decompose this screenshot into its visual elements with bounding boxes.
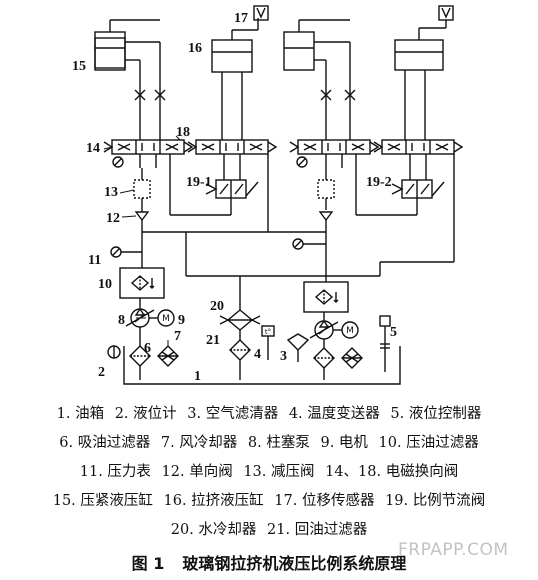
label-19-1: 19-1 [186,175,212,190]
label-12: 12 [106,211,120,226]
label-15: 15 [72,59,86,74]
pipe-network [142,154,455,310]
label-6: 6 [144,341,151,356]
legend-item: 11. 压力表 [79,464,151,480]
label-18: 18 [176,125,190,140]
motor-glyph-left: M [162,314,170,324]
pressure-filter-right [303,281,349,313]
suction-filter-right [313,339,335,380]
legend-item: 21. 回油过滤器 [267,522,368,538]
pressure-gauge-11 [110,246,142,258]
figure-caption: 图 1 玻璃钢拉挤机液压比例系统原理 [0,550,538,574]
directional-valve-14 [103,139,194,168]
restrictor-pair-left [134,89,166,101]
legend-item: 13. 减压阀 [243,464,315,480]
air-cooler-7 [157,345,179,367]
pressure-gauge-right-lower [292,238,326,250]
pulling-cylinder-16 [211,18,259,140]
label-19-2: 19-2 [366,175,392,190]
label-21: 21 [206,333,220,348]
label-11: 11 [88,253,101,268]
label-3: 3 [280,349,287,364]
directional-valve-18 [187,139,278,180]
directional-valve-right-1 [289,139,380,168]
legend-item: 5. 液位控制器 [390,406,482,422]
legend-item: 4. 温度变送器 [288,406,380,422]
displacement-sensor-right [438,5,454,21]
legend-item: 12. 单向阀 [161,464,233,480]
legend-row-1: 1. 油箱 2. 液位计 3. 空气滤清器 4. 温度变送器 5. 液位控制器 [0,402,538,423]
temperature-transmitter-4 [261,325,275,360]
legend-item: 10. 压油过滤器 [378,435,479,451]
legend-item: 7. 风冷却器 [160,435,238,451]
plunger-pump-right [309,312,342,340]
legend-item: 1. 油箱 [56,406,105,422]
oil-tank-1 [123,346,401,385]
plunger-pump-8 [125,298,158,328]
return-filter-21 [229,330,251,380]
check-valve-right [318,211,334,282]
legend-item: 8. 柱塞泵 [247,435,310,451]
legend-item: 20. 水冷却器 [170,522,257,538]
motor-right [341,321,359,339]
motor-9 [157,309,175,327]
pressing-cylinder-15 [94,19,161,140]
legend-row-2: 6. 吸油过滤器 7. 风冷却器 8. 柱塞泵 9. 电机 10. 压油过滤器 [0,431,538,452]
proportional-valve-19-1 [205,179,259,212]
legend-row-3: 11. 压力表 12. 单向阀 13. 减压阀 14、18. 电磁换向阀 [0,460,538,481]
label-1: 1 [194,369,201,384]
legend-item: 17. 位移传感器 [274,493,375,509]
label-20: 20 [210,299,224,314]
label-17: 17 [234,11,248,26]
thermometer-glyph: t° [265,328,271,336]
label-9: 9 [178,313,185,328]
label-4: 4 [254,347,261,362]
legend-row-4: 15. 压紧液压缸 16. 拉挤液压缸 17. 位移传感器 19. 比例节流阀 [0,489,538,510]
legend-item: 15. 压紧液压缸 [52,493,153,509]
label-13: 13 [104,185,118,200]
pressing-cylinder-right [283,19,351,140]
air-filter-3 [286,333,310,362]
watermark: FRPAPP.COM [398,540,509,560]
legend-item: 6. 吸油过滤器 [59,435,151,451]
pressure-filter-10 [119,267,165,299]
pressure-gauge-right-upper [296,156,308,168]
label-2: 2 [98,365,105,380]
label-16: 16 [188,41,202,56]
label-8: 8 [118,313,125,328]
label-14: 14 [86,141,100,156]
legend-item: 16. 拉挤液压缸 [163,493,264,509]
suction-filter-6 [129,327,151,380]
proportional-valve-19-2 [391,179,445,212]
legend-row-5: 20. 水冷却器 21. 回油过滤器 [0,518,538,539]
pulling-cylinder-right [394,20,447,140]
restrictor-pair-right [320,89,356,101]
legend-item: 2. 液位计 [114,406,177,422]
check-valve-12 [134,210,150,268]
figure-number: 图 1 [131,554,165,573]
reducing-valve-right [317,168,335,210]
directional-valve-right-2 [373,139,464,180]
figure-title: 玻璃钢拉挤机液压比例系统原理 [182,554,407,573]
label-10: 10 [98,277,112,292]
reducing-valve-13 [133,168,151,210]
legend-item: 14、18. 电磁换向阀 [325,464,459,480]
air-cooler-right [341,347,363,369]
legend-item: 3. 空气滤清器 [187,406,279,422]
pressure-gauge-left-upper [112,156,124,168]
label-7: 7 [174,329,181,344]
legend-item: 19. 比例节流阀 [385,493,486,509]
motor-glyph-right: M [346,326,354,336]
level-gauge-2 [107,345,121,359]
leader-lines [103,135,181,346]
label-5: 5 [390,325,397,340]
water-cooler-20 [219,309,261,331]
level-controller-5 [379,315,391,372]
displacement-sensor-17 [253,5,269,21]
legend-item: 9. 电机 [320,435,368,451]
